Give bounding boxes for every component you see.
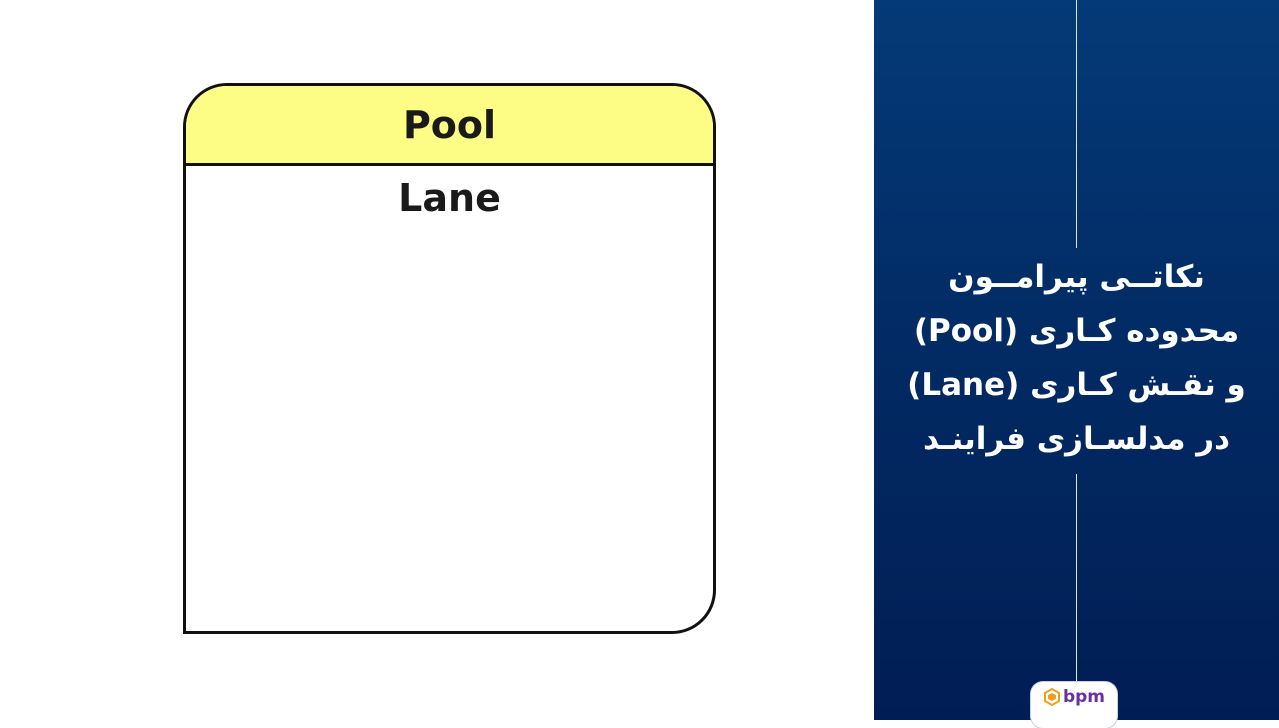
divider-line-top [1076, 0, 1077, 248]
headline-line-2: محدوده کـاری (Pool) [913, 313, 1240, 349]
bpm-logo-icon [1043, 687, 1061, 707]
headline: نکاتــی پیرامــون محدوده کـاری (Pool) و … [894, 250, 1259, 466]
diagram-canvas: Pool Lane [183, 83, 716, 634]
bpm-logo-text: bpm [1062, 687, 1106, 707]
divider-line-bottom [1076, 474, 1077, 686]
lane-label: Lane [398, 176, 501, 220]
pool-shape: Pool Lane [183, 83, 716, 634]
title-side-panel: نکاتــی پیرامــون محدوده کـاری (Pool) و … [874, 0, 1279, 728]
headline-line-4: در مدلسـازی فراینـد [922, 421, 1231, 457]
pool-label: Pool [402, 102, 497, 147]
headline-line-3: و نقـش کـاری (Lane) [907, 367, 1246, 403]
bpm-logo: bpm [1031, 682, 1117, 728]
pool-header: Pool [186, 86, 713, 166]
headline-line-1: نکاتــی پیرامــون [948, 259, 1205, 295]
